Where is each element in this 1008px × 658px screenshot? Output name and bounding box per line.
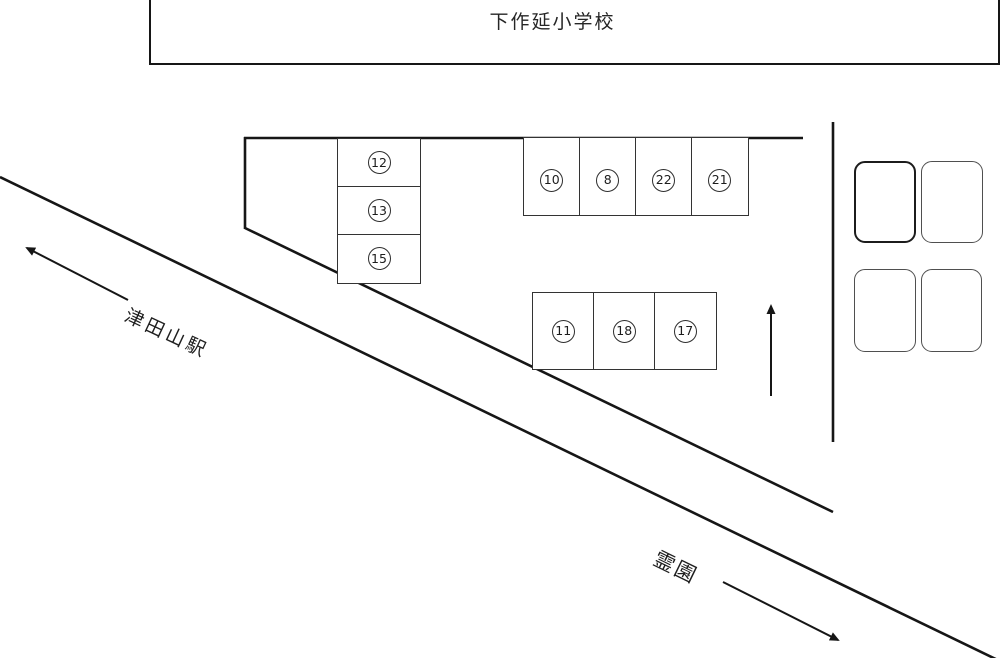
parking-space-22: 22 bbox=[635, 137, 693, 216]
rounded-stall bbox=[854, 269, 916, 352]
parking-space-13: 13 bbox=[337, 186, 421, 236]
station-direction-arrow bbox=[25, 247, 129, 301]
space-number-badge: 22 bbox=[652, 169, 676, 192]
parking-space-11: 11 bbox=[532, 292, 595, 370]
space-number-badge: 10 bbox=[540, 169, 564, 192]
parking-column-left: 12 13 15 bbox=[337, 138, 421, 284]
parking-space-15: 15 bbox=[337, 234, 421, 284]
parking-row-middle: 11 18 17 bbox=[532, 292, 717, 370]
school-building-outline bbox=[149, 0, 1000, 65]
parking-space-21: 21 bbox=[691, 137, 749, 216]
parking-row-top: 10 8 22 21 bbox=[523, 137, 749, 216]
parking-space-17: 17 bbox=[654, 292, 717, 370]
rounded-stall bbox=[854, 161, 916, 243]
school-label: 下作延小学校 bbox=[489, 11, 616, 33]
parking-space-10: 10 bbox=[523, 137, 581, 216]
parking-space-18: 18 bbox=[593, 292, 656, 370]
cemetery-direction-arrow bbox=[722, 581, 840, 641]
space-number-badge: 8 bbox=[596, 169, 620, 192]
space-number-badge: 15 bbox=[367, 247, 391, 271]
space-number-badge: 12 bbox=[367, 151, 391, 175]
space-number-badge: 21 bbox=[708, 169, 732, 192]
parking-space-8: 8 bbox=[579, 137, 637, 216]
rounded-stall bbox=[921, 269, 982, 352]
space-number-badge: 18 bbox=[612, 319, 636, 343]
space-number-badge: 11 bbox=[551, 319, 575, 343]
parking-boundary-diagonal bbox=[244, 226, 834, 514]
rounded-stall bbox=[921, 161, 983, 243]
road-line bbox=[0, 175, 997, 658]
space-number-badge: 13 bbox=[367, 199, 391, 223]
parking-space-12: 12 bbox=[337, 138, 421, 188]
space-number-badge: 17 bbox=[673, 319, 697, 343]
